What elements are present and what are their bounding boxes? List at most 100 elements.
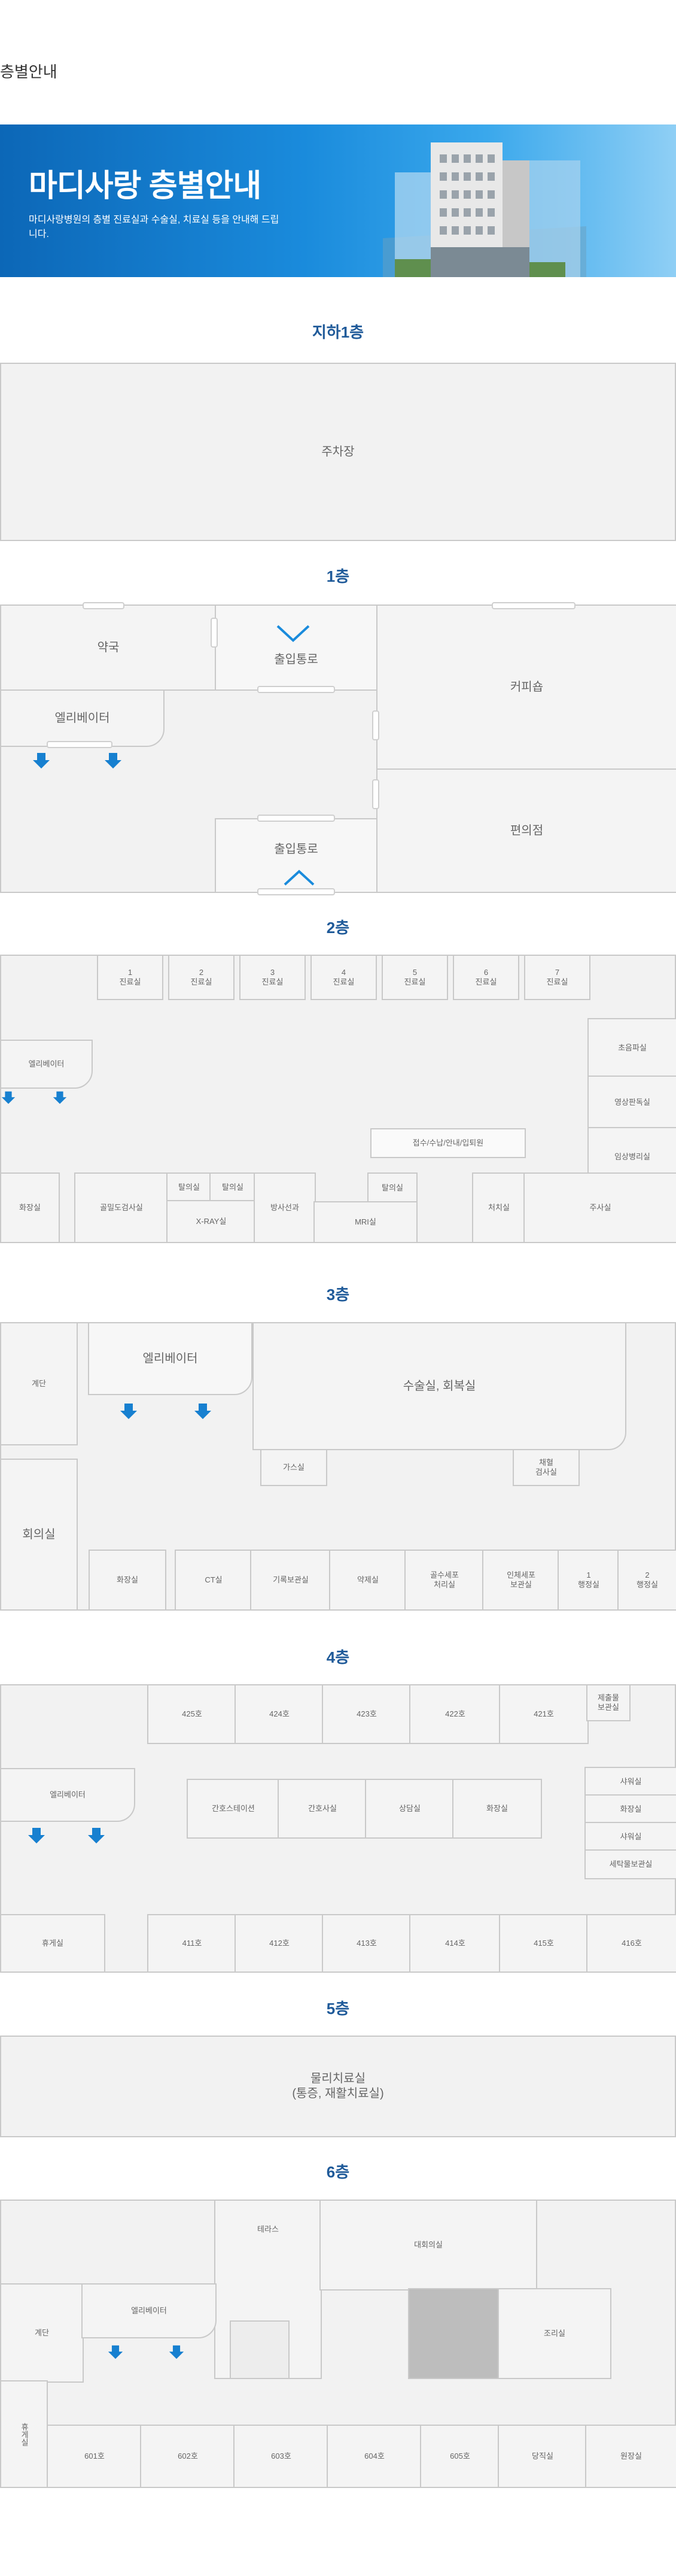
shower-room: 샤워실 bbox=[584, 1767, 676, 1797]
exam-room-7: 7 진료실 bbox=[524, 955, 590, 1000]
elevator-arrow-icon bbox=[120, 1404, 137, 1419]
ct-room: CT실 bbox=[175, 1550, 252, 1611]
room-412: 412호 bbox=[235, 1914, 324, 1973]
night-duty-room: 당직실 bbox=[498, 2425, 587, 2488]
floor-3-plan: 계단 엘리베이터 수술실, 회복실 회의실 가스실 채혈 검사실 화장실 CT실… bbox=[0, 1322, 676, 1611]
xray-room: X-RAY실 bbox=[166, 1200, 256, 1243]
elevator-room: 엘리베이터 bbox=[0, 689, 165, 747]
elevator-arrow-icon bbox=[53, 1091, 67, 1104]
physical-therapy-room: 물리치료실 (통증, 재활치료실) bbox=[1, 2037, 675, 2136]
elevator-room: 엘리베이터 bbox=[81, 2283, 217, 2338]
toilet-room: 화장실 bbox=[584, 1794, 676, 1824]
door bbox=[211, 618, 218, 648]
floor-2-plan: 1 진료실 2 진료실 3 진료실 4 진료실 5 진료실 6 진료실 7 진료… bbox=[0, 955, 676, 1243]
hospital-building-illustration bbox=[383, 142, 586, 277]
exam-room-6: 6 진료실 bbox=[453, 955, 519, 1000]
floor-6-title: 6층 bbox=[326, 2163, 350, 2181]
room-411: 411호 bbox=[147, 1914, 237, 1973]
floor-3-title: 3층 bbox=[326, 1286, 350, 1304]
floor-5-plan: 물리치료실 (통증, 재활치료실) bbox=[0, 2036, 676, 2137]
floor-1-title: 1층 bbox=[326, 567, 350, 585]
toilet-room: 화장실 bbox=[452, 1779, 542, 1839]
entrance-bottom-label: 출입통로 bbox=[274, 843, 318, 856]
banner-title: 마디사랑 층별안내 bbox=[29, 169, 261, 203]
room-416: 416호 bbox=[586, 1914, 676, 1973]
pharmacy-room: 약국 bbox=[0, 604, 217, 691]
elevator-arrow-icon bbox=[105, 753, 121, 768]
surgery-recovery-room: 수술실, 회복실 bbox=[252, 1322, 626, 1450]
director-room: 원장실 bbox=[585, 2425, 676, 2488]
floor-5-title: 5층 bbox=[326, 2000, 350, 2018]
banner-description: 마디사랑병원의 층별 진료실과 수술실, 치료실 등을 안내해 드립니다. bbox=[29, 215, 279, 239]
room-601: 601호 bbox=[47, 2425, 142, 2488]
supply-storage-room: 제출물 보관실 bbox=[586, 1684, 631, 1721]
room-605: 605호 bbox=[420, 2425, 500, 2488]
elevator-arrow-icon bbox=[88, 1828, 105, 1843]
room-422: 422호 bbox=[409, 1684, 501, 1744]
elevator-arrow-icon bbox=[33, 753, 50, 768]
elevator-room: 엘리베이터 bbox=[88, 1322, 252, 1395]
pharmacy-room: 약제실 bbox=[329, 1550, 407, 1611]
stairs: 계단 bbox=[0, 1322, 78, 1445]
stem-cell-room: 인체세포 보관실 bbox=[482, 1550, 560, 1611]
toilet-room: 화장실 bbox=[0, 1172, 60, 1243]
door bbox=[492, 602, 575, 609]
page-title: 층별안내 bbox=[0, 63, 57, 81]
stairs: 계단 bbox=[0, 2283, 84, 2383]
parking-area: 주차장 bbox=[1, 364, 675, 540]
meeting-room: 회의실 bbox=[0, 1459, 78, 1611]
elevator-arrow-icon bbox=[194, 1404, 211, 1419]
door bbox=[257, 815, 335, 822]
dressing-room: 탈의실 bbox=[166, 1172, 212, 1202]
records-room: 기록보관실 bbox=[250, 1550, 331, 1611]
elevator-arrow-icon bbox=[28, 1828, 45, 1843]
room-602: 602호 bbox=[140, 2425, 236, 2488]
dressing-room: 탈의실 bbox=[367, 1172, 418, 1204]
blood-test-room: 채혈 검사실 bbox=[513, 1449, 580, 1486]
elevator-arrow-icon bbox=[108, 2345, 123, 2359]
door bbox=[372, 710, 379, 740]
room-423: 423호 bbox=[322, 1684, 412, 1744]
lounge-room: 휴게실 bbox=[0, 2380, 48, 2488]
ultrasound-room: 초음파실 bbox=[587, 1018, 676, 1078]
convenience-store-room: 편의점 bbox=[376, 768, 676, 893]
conference-hall: 대회의실 bbox=[319, 2200, 537, 2291]
dressing-room: 탈의실 bbox=[209, 1172, 256, 1202]
exam-room-3: 3 진료실 bbox=[239, 955, 306, 1000]
room-604: 604호 bbox=[327, 2425, 422, 2488]
door bbox=[47, 741, 112, 748]
bone-density-room: 골밀도검사실 bbox=[74, 1172, 169, 1243]
coffee-shop-room: 커피숍 bbox=[376, 604, 676, 770]
door bbox=[257, 686, 335, 693]
floor-1-plan: 약국 출입통로 커피숍 엘리베이터 편의점 출입통로 bbox=[0, 602, 676, 895]
exam-room-1: 1 진료실 bbox=[97, 955, 163, 1000]
room-424: 424호 bbox=[235, 1684, 324, 1744]
room-415: 415호 bbox=[499, 1914, 589, 1973]
mri-room: MRI실 bbox=[313, 1201, 418, 1243]
floor-4-title: 4층 bbox=[326, 1648, 350, 1666]
elevator-arrow-icon bbox=[1, 1091, 16, 1104]
door bbox=[83, 602, 124, 609]
lounge-room: 휴게실 bbox=[0, 1914, 105, 1973]
exam-room-5: 5 진료실 bbox=[382, 955, 448, 1000]
entrance-top: 출입통로 bbox=[215, 604, 377, 691]
gas-room: 가스실 bbox=[260, 1449, 327, 1486]
treatment-room: 처치실 bbox=[472, 1172, 526, 1243]
admin-room-1: 1 행정실 bbox=[558, 1550, 620, 1611]
floor-2-title: 2층 bbox=[326, 919, 350, 937]
marrow-cell-room: 골수세포 처리실 bbox=[404, 1550, 485, 1611]
admin-room-2: 2 행정실 bbox=[617, 1550, 676, 1611]
kitchen: 조리실 bbox=[498, 2288, 611, 2379]
elevator-room: 엘리베이터 bbox=[0, 1768, 135, 1822]
elevator-arrow-icon bbox=[169, 2345, 184, 2359]
door bbox=[257, 888, 335, 895]
room-413: 413호 bbox=[322, 1914, 412, 1973]
entrance-up-arrow-icon bbox=[284, 870, 315, 886]
room-603: 603호 bbox=[233, 2425, 329, 2488]
exam-room-4: 4 진료실 bbox=[310, 955, 377, 1000]
floor-b1-plan: 주차장 bbox=[0, 363, 676, 541]
exam-room-2: 2 진료실 bbox=[168, 955, 235, 1000]
room-425: 425호 bbox=[147, 1684, 237, 1744]
toilet-room: 화장실 bbox=[89, 1550, 166, 1611]
room-421: 421호 bbox=[499, 1684, 589, 1744]
